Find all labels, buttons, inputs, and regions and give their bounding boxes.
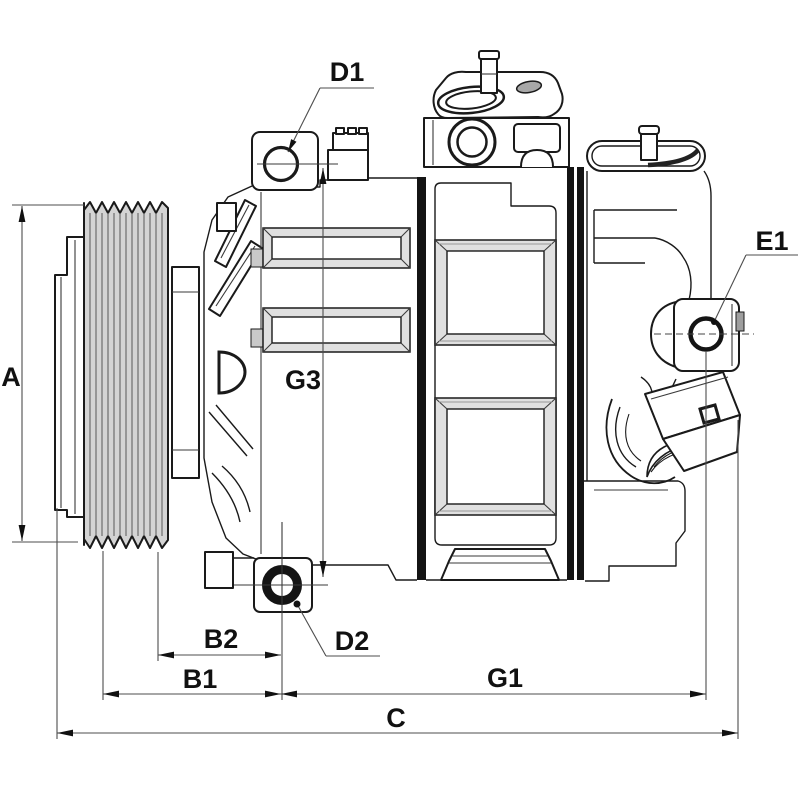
block-panel-top [434, 239, 557, 346]
rear-lower-block [584, 480, 686, 582]
bracket-foot [204, 551, 234, 589]
dim-label-b2: B2 [204, 624, 239, 654]
dim-label-e1: E1 [755, 226, 788, 256]
dimension-b2: B2 [157, 552, 283, 700]
callout-e1: E1 [711, 226, 798, 325]
electrical-connector [644, 371, 741, 472]
callout-d1: D1 [287, 57, 374, 153]
d2-mounting-lug [234, 522, 328, 613]
dimension-b1: B1 [102, 551, 281, 700]
dimension-a: A [1, 204, 84, 543]
bracket-window [217, 350, 247, 395]
dimension-g1: G1 [281, 352, 707, 700]
dim-label-c: C [386, 703, 406, 733]
dimension-g3: G3 [285, 168, 327, 577]
clutch-plate [54, 202, 85, 546]
dim-label-d1: D1 [330, 57, 365, 87]
rear-housing [584, 125, 712, 582]
dim-label-d2: D2 [335, 626, 370, 656]
e1-hole [688, 316, 724, 352]
pulley [83, 201, 169, 549]
port-opening [436, 85, 506, 115]
rear-gasket-line-1 [567, 167, 574, 580]
housing-rail-top [262, 227, 411, 269]
block-panel-bottom [434, 397, 557, 516]
dim-label-b1: B1 [183, 664, 218, 694]
front-gasket-line [417, 177, 426, 580]
cylinder-block [426, 182, 567, 581]
hub-block [171, 266, 200, 479]
block-foot [440, 548, 560, 581]
top-port [423, 50, 570, 168]
pulley-ribs [89, 213, 163, 536]
callout-d2: D2 [293, 600, 380, 657]
connector-socket [698, 403, 721, 425]
e1-mounting-lug [650, 298, 754, 372]
front-bracket [203, 185, 263, 589]
dimension-c: C [56, 420, 739, 739]
dim-label-g1: G1 [487, 663, 523, 693]
front-housing [233, 127, 417, 581]
rear-gasket-line-2 [577, 167, 584, 580]
port-stud [480, 56, 498, 94]
flange-slot [515, 80, 543, 94]
housing-rail-bottom [262, 307, 411, 353]
d1-mounting-lug [251, 131, 338, 191]
dim-label-g3: G3 [285, 365, 321, 395]
rear-grooves [593, 209, 692, 301]
dim-label-a: A [1, 362, 21, 392]
